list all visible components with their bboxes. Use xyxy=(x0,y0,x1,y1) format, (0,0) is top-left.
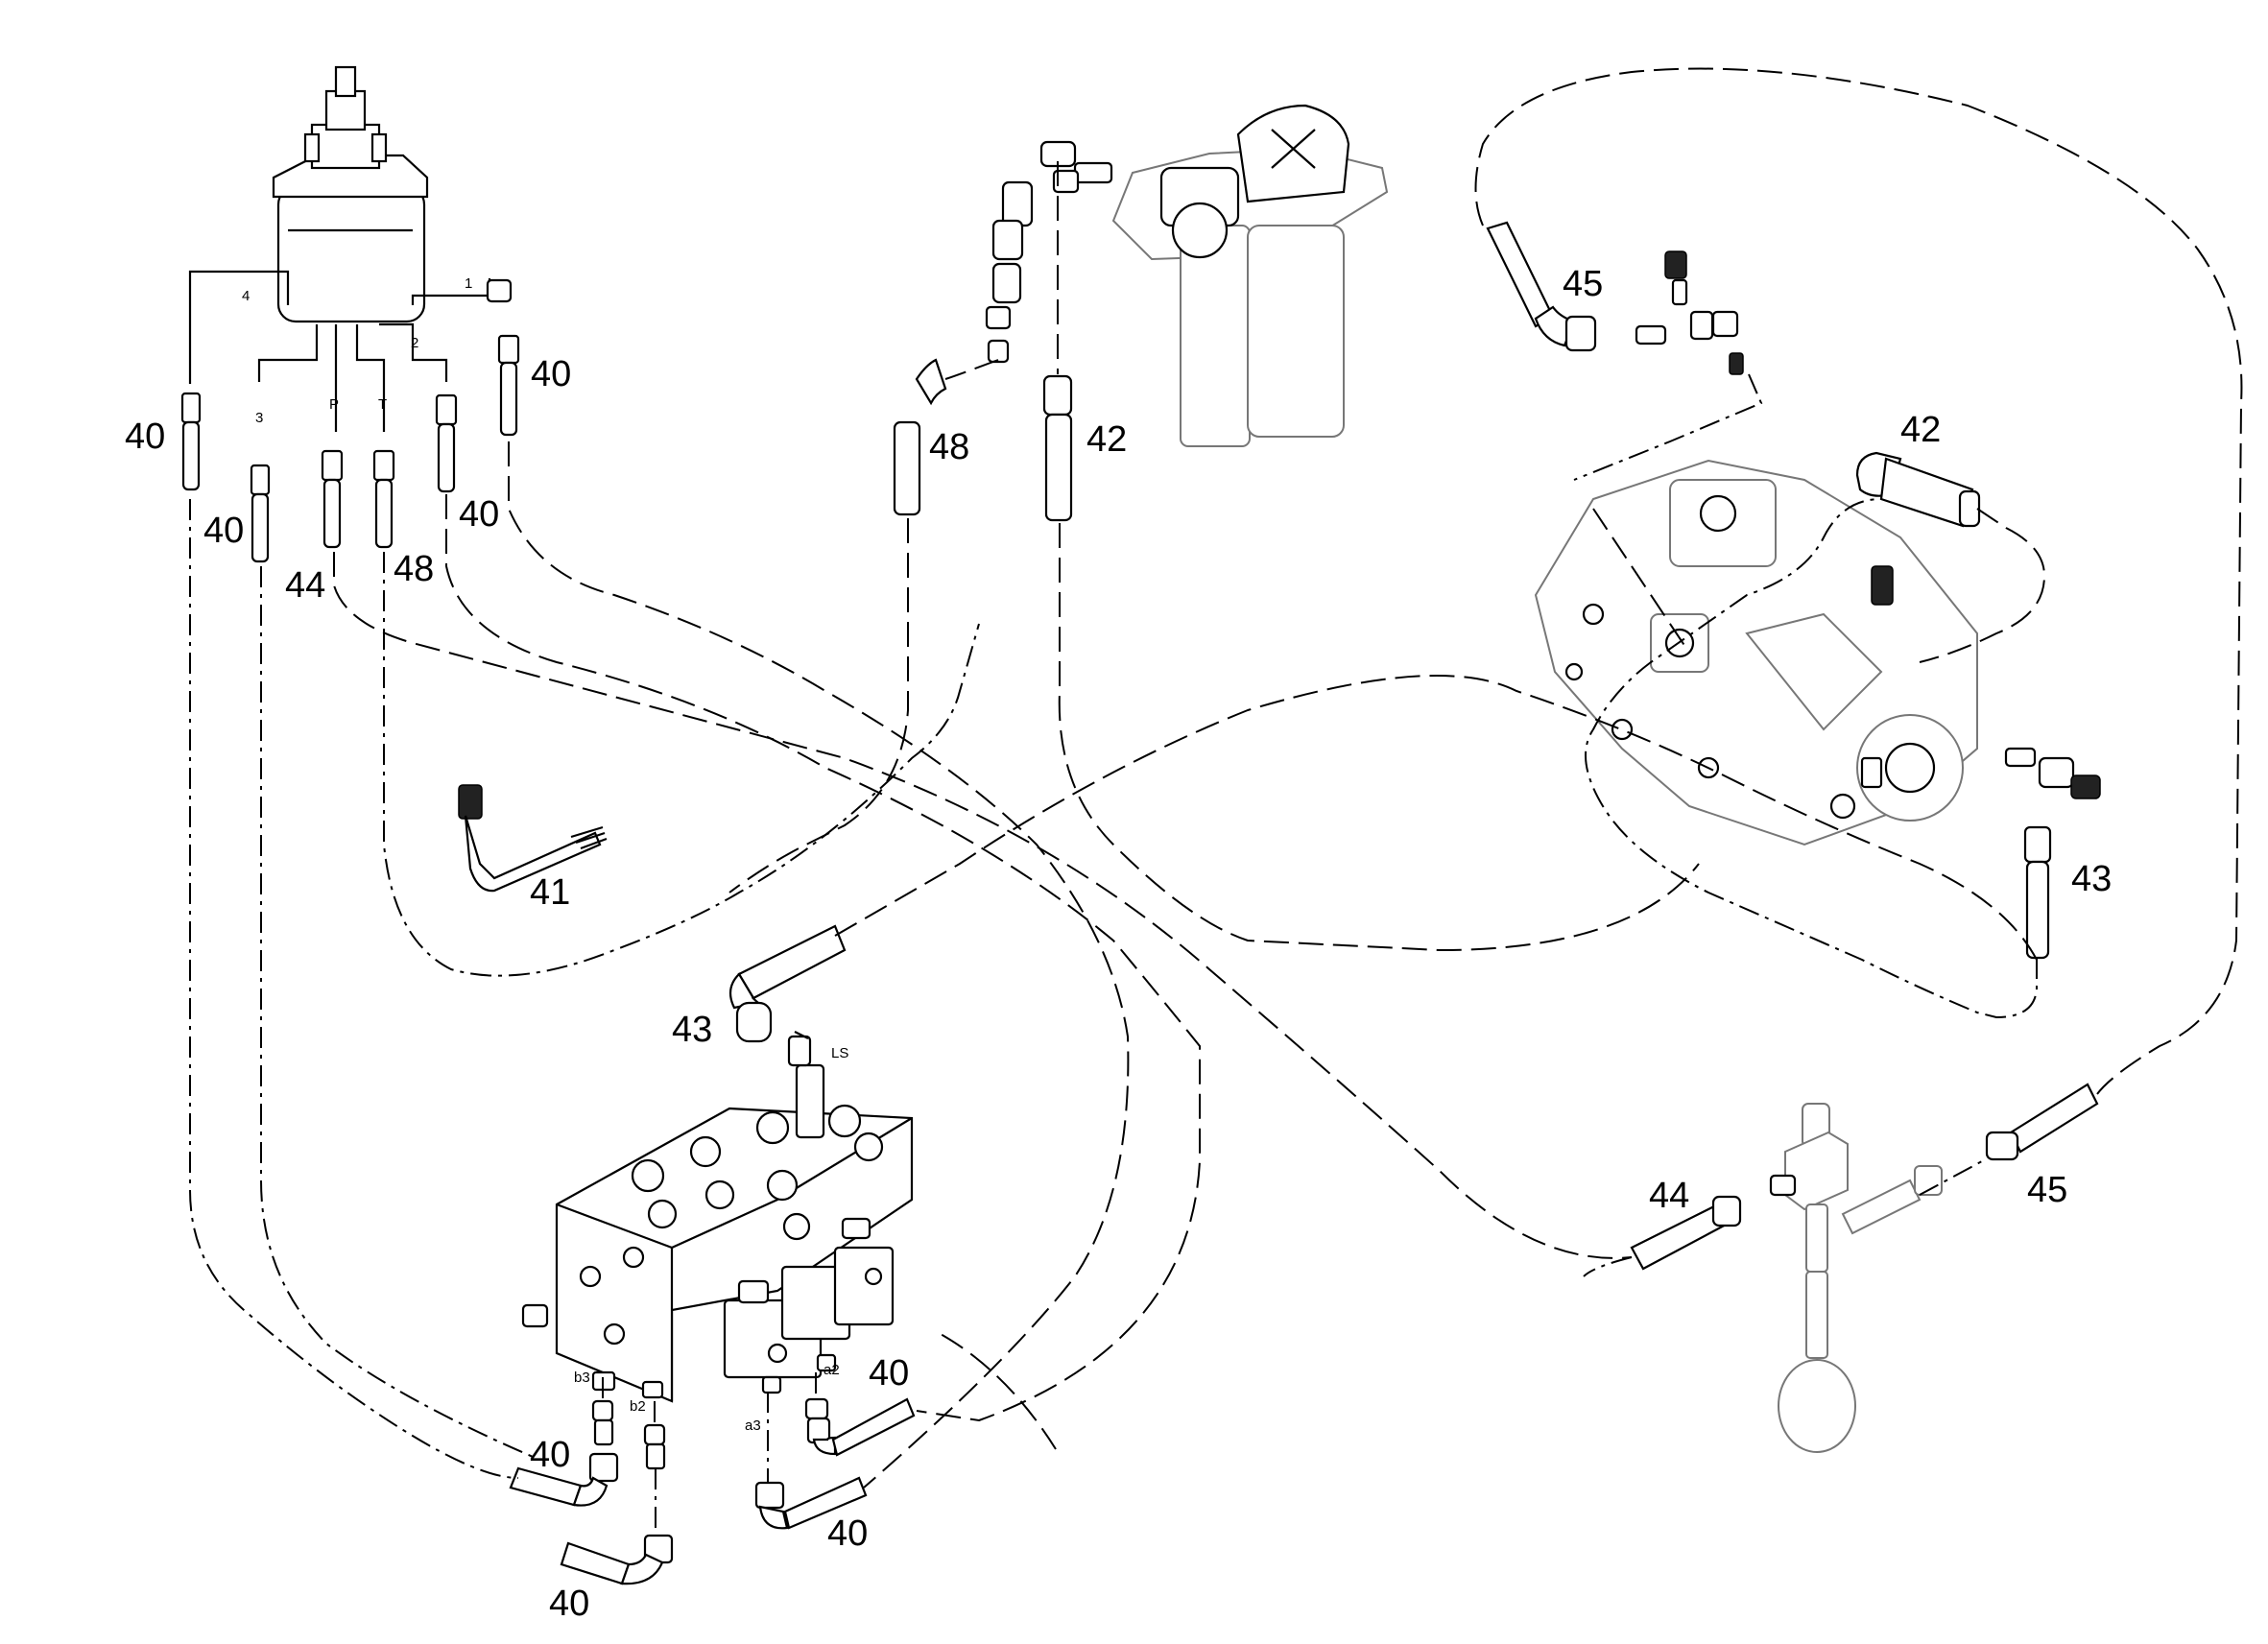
callout-45-acc: 45 xyxy=(2027,1170,2067,1210)
route-48-filter-upper xyxy=(944,359,999,380)
port-tag-a2: a2 xyxy=(824,1362,840,1378)
hose-44-acc xyxy=(1630,1174,1797,1271)
route-40-left xyxy=(189,499,519,1479)
callout-40-port1: 40 xyxy=(531,354,571,394)
callout-41: 41 xyxy=(530,872,570,913)
hose-43-valve xyxy=(728,924,847,1043)
route-45-top xyxy=(1573,373,1763,481)
hose-40-a2 xyxy=(804,1397,916,1457)
route-43 xyxy=(834,675,2038,961)
route-valve-return xyxy=(940,1333,1057,1450)
hose-40-port2 xyxy=(435,393,458,493)
port-tag-T: T xyxy=(378,396,387,413)
callout-43-right: 43 xyxy=(2071,859,2112,899)
callout-44-acc: 44 xyxy=(1649,1176,1689,1216)
route-45-acc xyxy=(1919,1160,1983,1196)
hose-40-b2 xyxy=(560,1423,674,1585)
pump-line-4 xyxy=(188,270,290,384)
callout-40-port3: 40 xyxy=(203,511,244,551)
pump-line-T xyxy=(355,324,386,432)
hose-48-filter xyxy=(893,358,947,516)
callout-40-port2: 40 xyxy=(459,494,499,535)
callout-48-T: 48 xyxy=(394,549,434,589)
callout-45-top: 45 xyxy=(1563,264,1603,304)
injection-pump xyxy=(1534,459,1978,846)
callout-40-b3: 40 xyxy=(530,1435,570,1475)
route-40-port3 xyxy=(260,566,538,1460)
port-tag-b2: b2 xyxy=(630,1398,646,1415)
route-45 xyxy=(1474,67,2243,1095)
route-40-port2 xyxy=(445,494,1201,1422)
hose-45-top xyxy=(1486,221,1744,375)
hose-40-b3 xyxy=(509,1399,619,1507)
port-tag-a3: a3 xyxy=(745,1418,761,1434)
route-48-filter xyxy=(728,518,909,893)
port-tag-P: P xyxy=(329,396,339,413)
hose-40-left xyxy=(180,392,202,491)
hydraulic-pump xyxy=(272,65,429,323)
callout-48-filter: 48 xyxy=(929,427,969,467)
route-45-pump xyxy=(1592,508,1690,654)
port-tag-2: 2 xyxy=(411,335,418,351)
hose-45-acc xyxy=(1985,1083,2099,1161)
port-tag-1: 1 xyxy=(465,275,472,292)
hose-43-right xyxy=(2004,747,2101,960)
route-42-right xyxy=(1919,508,2046,663)
route-40-port1 xyxy=(508,441,1130,1489)
filter-assembly xyxy=(1073,104,1389,447)
port-tag-b3: b3 xyxy=(574,1370,590,1386)
filter-fittings xyxy=(985,140,1080,364)
accumulator xyxy=(1778,1103,1943,1453)
strap-part-41 xyxy=(458,784,608,893)
hose-40-a3 xyxy=(754,1476,868,1530)
callout-42-filter: 42 xyxy=(1086,419,1127,460)
hose-42-right xyxy=(1855,451,1981,606)
hose-40-port1 xyxy=(486,278,520,437)
leader-ls xyxy=(794,1031,809,1039)
control-valve xyxy=(521,1035,914,1403)
route-44-P xyxy=(333,552,1633,1259)
hose-42-filter xyxy=(1042,374,1073,522)
callout-40-a3: 40 xyxy=(827,1513,868,1554)
callout-40-left: 40 xyxy=(125,417,165,457)
route-42-filter xyxy=(1058,523,1700,952)
port-tag-4: 4 xyxy=(242,288,250,304)
callout-40-b2: 40 xyxy=(549,1584,589,1624)
route-48-T xyxy=(383,552,980,977)
hose-48-portT xyxy=(372,449,395,549)
callout-42-right: 42 xyxy=(1900,410,1941,450)
callout-44-P: 44 xyxy=(285,565,325,606)
port-tag-3: 3 xyxy=(255,410,263,426)
port-tag-LS: LS xyxy=(831,1045,848,1061)
pump-line-2 xyxy=(379,322,448,382)
callout-43-valve: 43 xyxy=(672,1010,712,1050)
hose-44-portP xyxy=(321,449,344,549)
pump-line-3 xyxy=(257,324,319,382)
route-44-acc xyxy=(1583,1256,1633,1277)
hose-40-port3 xyxy=(250,464,271,563)
callout-40-a2: 40 xyxy=(869,1353,909,1394)
route-43-pump xyxy=(1585,498,2038,1019)
